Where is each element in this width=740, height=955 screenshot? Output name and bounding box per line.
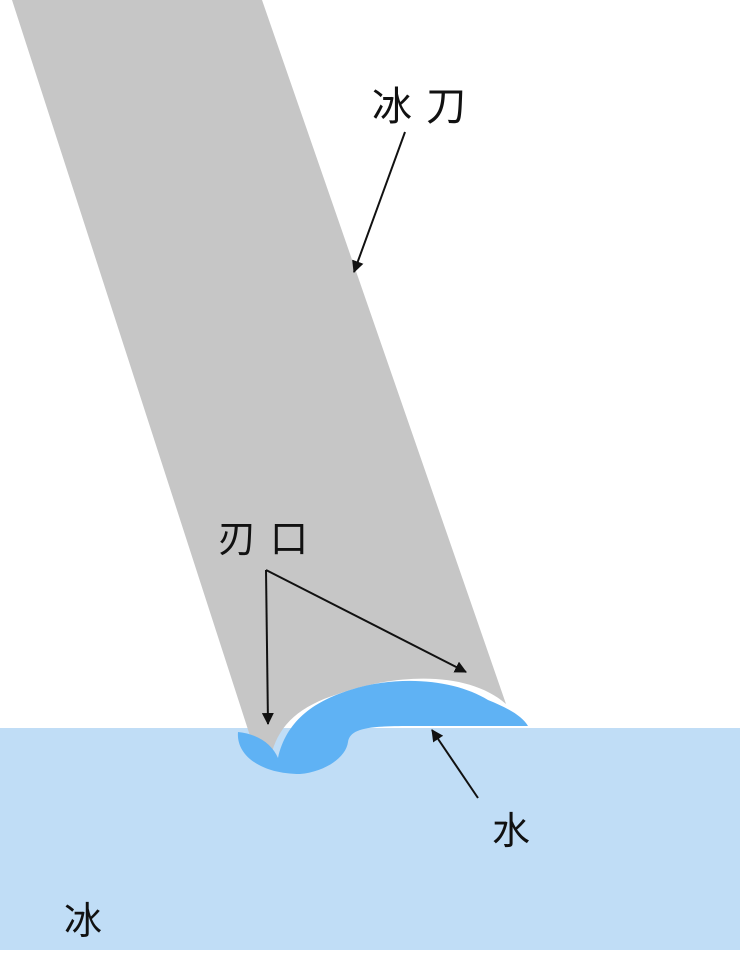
arrow-to-blade [352, 131, 406, 273]
water-layer [237, 680, 528, 774]
label-water: 水 [492, 809, 545, 853]
arrow-to-water [431, 729, 479, 799]
label-blade: 冰刀 [372, 84, 480, 130]
label-ice: 冰 [64, 899, 117, 943]
ice-block [0, 728, 740, 950]
ice-blade [12, 0, 506, 752]
arrow-edge-left [261, 569, 274, 725]
label-blade-edge: 刃口 [218, 517, 323, 561]
arrow-edge-right [265, 569, 467, 673]
